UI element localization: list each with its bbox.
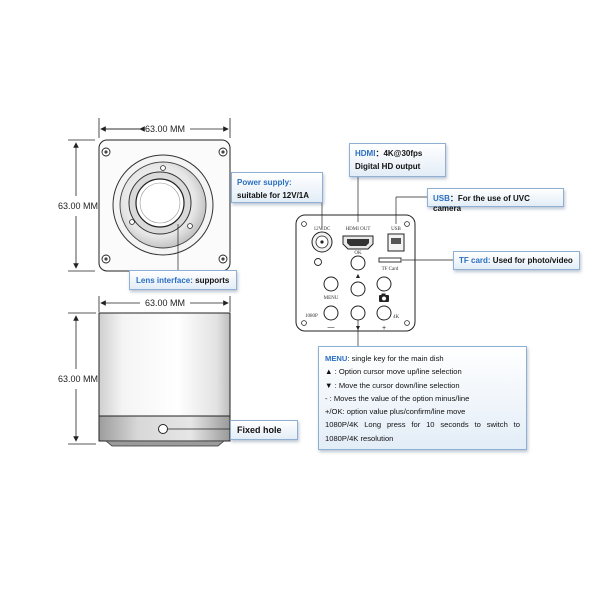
tf-card-slot-icon bbox=[378, 257, 402, 263]
camera-icon bbox=[379, 293, 389, 302]
minus-button bbox=[323, 305, 339, 321]
photo-button bbox=[376, 276, 392, 292]
plus-button bbox=[376, 305, 392, 321]
tf-callout-title: TF card: bbox=[459, 256, 491, 265]
hdmi-callout-value: 4K@30fps bbox=[383, 149, 423, 158]
power-callout: Power supply: suitable for 12V/1A bbox=[231, 172, 323, 203]
power-callout-title: Power supply: bbox=[237, 178, 292, 187]
menu-help-paragraph-line1: 1080P/4K Long press for 10 seconds to sw… bbox=[325, 420, 520, 430]
front-height-label: 63.00 MM bbox=[58, 201, 98, 211]
menu-help-callout: MENU: single key for the main dish ▲ : O… bbox=[318, 346, 527, 450]
lens-interface-callout: Lens interface: supports bbox=[129, 270, 237, 290]
ok-button-label: OK bbox=[354, 251, 362, 256]
power-callout-value: suitable for 12V/1A bbox=[237, 191, 310, 200]
front-view: 63.00 MM 63.00 MM bbox=[58, 118, 231, 272]
up-button bbox=[350, 281, 366, 297]
down-button bbox=[350, 305, 366, 321]
lens-mount-icon bbox=[112, 154, 214, 256]
menu-help-line: - : Moves the value of the option minus/… bbox=[325, 393, 470, 403]
front-width-label: 63.00 MM bbox=[145, 124, 185, 134]
side-view: 63.00 MM 63.00 MM bbox=[58, 296, 231, 447]
menu-help-line: ▼ : Move the cursor down/line selection bbox=[325, 380, 460, 390]
menu-help-line: ▲ : Option cursor move up/line selection bbox=[325, 367, 462, 377]
menu-help-title: MENU bbox=[325, 354, 348, 363]
fourk-button-label: 4K bbox=[393, 315, 400, 320]
usb-port-label: USB bbox=[391, 227, 401, 232]
power-port-icon bbox=[311, 231, 333, 253]
hdmi-callout-separator: ： bbox=[375, 149, 384, 158]
hdmi-callout-line2: Digital HD output bbox=[355, 162, 421, 171]
menu-button bbox=[323, 276, 339, 292]
leader-lines bbox=[177, 177, 453, 346]
tf-callout-value: Used for photo/video bbox=[492, 256, 573, 265]
plus-icon: + bbox=[382, 325, 386, 332]
corner-screw-icon bbox=[101, 147, 228, 264]
fixed-hole-icon bbox=[158, 424, 168, 434]
ok-button bbox=[350, 255, 366, 271]
fixed-hole-label: Fixed hole bbox=[237, 425, 282, 435]
minus-icon: — bbox=[328, 324, 335, 331]
usb-callout-value: For the use of UVC camera bbox=[433, 194, 530, 213]
usb-callout-separator: ： bbox=[449, 194, 458, 203]
tf-card-callout: TF card: Used for photo/video bbox=[453, 251, 580, 270]
side-width-label: 63.00 MM bbox=[145, 298, 185, 308]
back-panel: 12V DC HDMI OUT USB OK TF Card MENU ▲ bbox=[295, 214, 416, 332]
usb-port-icon bbox=[387, 233, 405, 252]
menu-help-paragraph-line2: 1080P/4K resolution bbox=[325, 433, 394, 443]
hdmi-callout-title: HDMI bbox=[355, 149, 376, 158]
lens-callout-title: Lens interface: bbox=[136, 276, 193, 285]
menu-button-label: MENU bbox=[324, 296, 339, 301]
up-arrow-icon: ▲ bbox=[355, 273, 362, 280]
tf-slot-label: TF Card bbox=[382, 267, 399, 272]
menu-help-line: +/OK: option value plus/confirm/line mov… bbox=[325, 407, 466, 417]
hdmi-callout: HDMI：4K@30fps Digital HD output bbox=[349, 143, 446, 177]
fixed-hole-callout: Fixed hole bbox=[230, 420, 298, 440]
usb-callout: USB：For the use of UVC camera bbox=[427, 188, 564, 213]
side-height-label: 63.00 MM bbox=[58, 374, 98, 384]
hdmi-port-label: HDMI OUT bbox=[346, 227, 371, 232]
usb-callout-title: USB bbox=[433, 194, 450, 203]
resolution-button-label: 1080P bbox=[305, 314, 318, 319]
menu-help-title-rest: : single key for the main dish bbox=[347, 354, 444, 363]
lens-callout-value: supports bbox=[195, 276, 230, 285]
hdmi-port-icon bbox=[342, 235, 374, 250]
menu-help-heading: MENU: single key for the main dish bbox=[325, 352, 520, 365]
indicator-led-icon bbox=[314, 258, 322, 266]
